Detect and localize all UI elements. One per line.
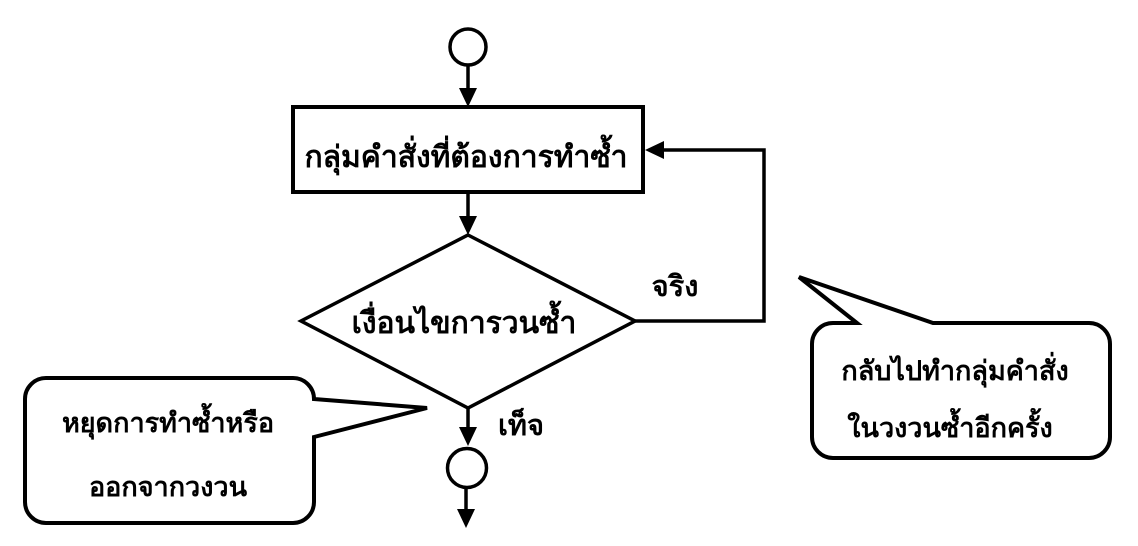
decision-label: เงื่อนไขการวนซ้ำ <box>352 300 577 340</box>
callout-repeat-loop: กลับไปทำกลุ่มคำสั่ง ในวงวนซ้ำอีกครั้ง <box>797 275 1112 460</box>
callout-repeat-loop-line2: ในวงวนซ้ำอีกครั้ง <box>847 407 1052 443</box>
arrow-exit <box>457 488 475 528</box>
process-label: กลุ่มคำสั่งที่ต้องการทำซ้ำ <box>304 134 627 176</box>
callout-exit-loop-line1: หยุดการทำซ้ำหรือ <box>62 402 274 440</box>
callout-exit-loop-line2: ออกจากวงวน <box>89 472 248 502</box>
arrow-process-to-decision <box>459 192 477 235</box>
branch-false-label: เท็จ <box>498 407 544 442</box>
branch-true-label: จริง <box>652 271 699 303</box>
callout-exit-loop: หยุดการทำซ้ำหรือ ออกจากวงวน <box>23 376 428 525</box>
start-terminator-circle <box>448 27 488 67</box>
callout-repeat-loop-bubble <box>797 275 1112 460</box>
arrow-decision-to-end <box>459 408 477 446</box>
callout-exit-loop-bubble <box>23 376 428 525</box>
callout-repeat-loop-line1: กลับไปทำกลุ่มคำสั่ง <box>841 351 1068 388</box>
end-terminator-circle <box>445 446 489 490</box>
loop-back-connector <box>635 141 766 323</box>
arrow-start-to-process <box>459 65 477 107</box>
